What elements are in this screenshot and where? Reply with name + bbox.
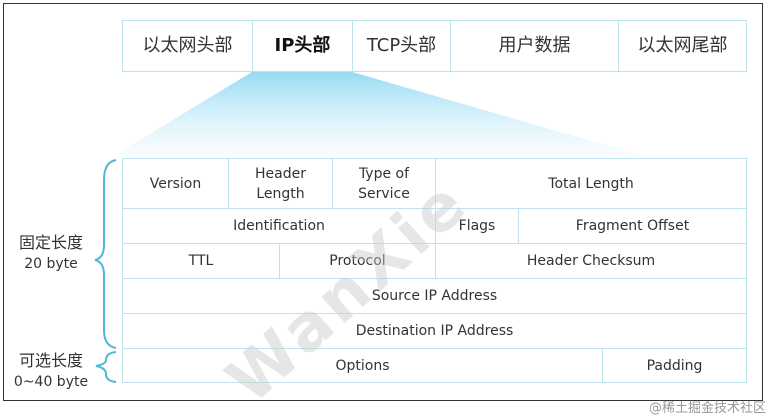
credit-text: @稀土掘金技术社区 [648, 401, 766, 416]
fixed-length-size: 20 byte [24, 256, 78, 272]
segment-ip-header: IP头部 [252, 20, 353, 72]
fixed-length-title: 固定长度 [18, 233, 83, 252]
field-options: Options [122, 348, 603, 383]
segment-ethernet-header: 以太网头部 [122, 20, 253, 72]
field-header-length: Header Length [228, 158, 333, 209]
field-header-checksum: Header Checksum [435, 243, 747, 279]
field-source-ip: Source IP Address [122, 278, 747, 314]
field-flags: Flags [435, 208, 519, 244]
field-ttl: TTL [122, 243, 280, 279]
field-total-length: Total Length [435, 158, 747, 209]
optional-length-label: 可选长度 0~40 byte [10, 350, 92, 392]
segment-ethernet-trailer: 以太网尾部 [618, 20, 747, 72]
field-destination-ip: Destination IP Address [122, 313, 747, 349]
zoom-trapezoid [115, 72, 640, 155]
field-identification: Identification [122, 208, 436, 244]
field-fragment-offset: Fragment Offset [518, 208, 747, 244]
segment-tcp-header: TCP头部 [352, 20, 451, 72]
segment-user-data: 用户数据 [450, 20, 619, 72]
fixed-length-label: 固定长度 20 byte [10, 232, 92, 274]
optional-length-size: 0~40 byte [13, 374, 89, 390]
optional-length-brace [95, 351, 117, 383]
optional-length-title: 可选长度 [18, 351, 83, 370]
field-padding: Padding [602, 348, 747, 383]
fixed-length-brace [94, 159, 117, 349]
diagram-frame [3, 3, 763, 401]
field-version: Version [122, 158, 229, 209]
